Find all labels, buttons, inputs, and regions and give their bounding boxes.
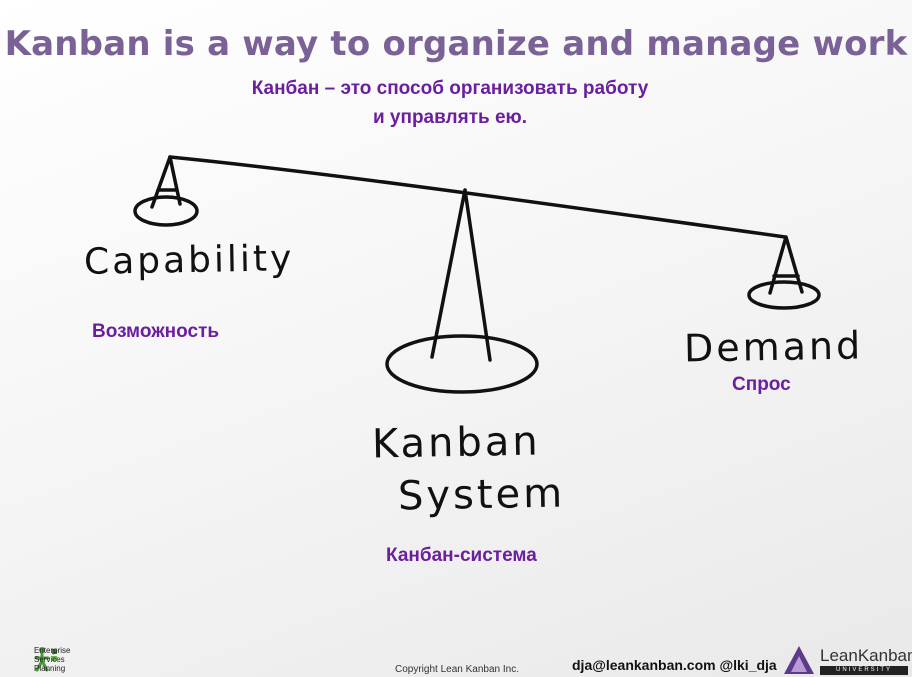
kanban-system-handwritten-line2: System xyxy=(397,470,566,520)
enterprise-services-planning-logo xyxy=(34,647,57,672)
kanban-system-handwritten-line1: Kanban xyxy=(371,418,542,468)
left-pan-strings xyxy=(150,155,182,209)
org-line-2: Services xyxy=(34,655,65,664)
right-pan xyxy=(747,280,821,310)
demand-handwritten-label: Demand xyxy=(683,323,864,371)
fulcrum-base xyxy=(385,334,539,394)
org-line-3: Planning xyxy=(34,664,66,673)
kanban-system-translation: Канбан-система xyxy=(386,545,537,566)
leankanban-university-tag: UNIVERSITY xyxy=(820,666,908,675)
fulcrum xyxy=(430,188,492,362)
org-line-1: Enterprise xyxy=(34,646,71,655)
subtitle-line-1: Канбан – это способ организовать работу xyxy=(251,78,649,99)
capability-handwritten-label: Capability xyxy=(83,238,295,283)
left-pan xyxy=(133,195,199,227)
slide-subtitle: Канбан – это способ организовать работу … xyxy=(200,74,700,132)
enterprise-services-planning-text: Enterprise Services Planning xyxy=(34,646,70,673)
leankanban-logo-icon xyxy=(784,646,814,674)
slide-title: Kanban is a way to organize and manage w… xyxy=(4,24,908,64)
capability-translation: Возможность xyxy=(92,321,220,342)
demand-translation: Спрос xyxy=(732,374,791,395)
contact-info: dja@leankanban.com @lki_dja xyxy=(572,657,777,673)
copyright-notice: Copyright Lean Kanban Inc. xyxy=(395,664,519,675)
scale-beam xyxy=(168,155,787,239)
leankanban-brand-name: LeanKanban xyxy=(820,646,912,665)
subtitle-line-2: и управлять ею. xyxy=(372,107,528,128)
